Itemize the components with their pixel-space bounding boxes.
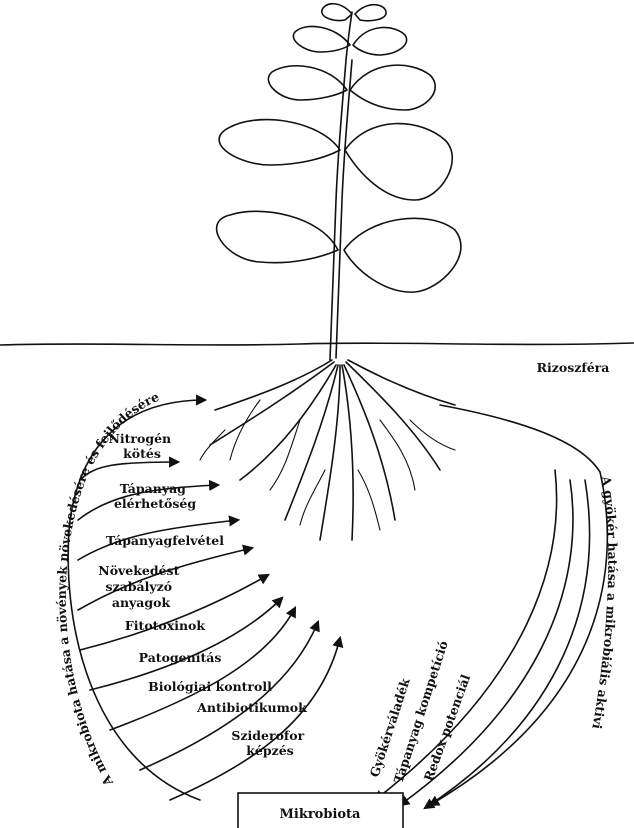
effect-label: kötés <box>123 446 161 461</box>
effect-label: Tápanyag <box>120 481 186 496</box>
microbe-effect-arrows <box>78 462 340 800</box>
effect-label: Patogenitás <box>139 650 222 665</box>
effect-label: Antibiotikumok <box>196 700 307 715</box>
ground-line <box>0 343 634 345</box>
svg-text:Nitrogén kötés: Nitrogén kötés <box>108 431 175 461</box>
effect-label: Fitotoxinok <box>125 618 205 633</box>
svg-text:Növekedést szabályzó: Növekedést szabályzó anyagok <box>98 563 183 610</box>
effect-label: Sziderofor <box>231 728 304 743</box>
effect-label: elérhetőség <box>114 496 196 511</box>
effect-label: Tápanyagfelvétel <box>106 533 224 548</box>
svg-text:Sziderofor képzés: Sziderofor képzés <box>231 728 308 758</box>
plant-shoot <box>217 4 461 360</box>
plant-roots <box>200 360 455 540</box>
effect-label: Biológiai kontroll <box>148 679 272 694</box>
rhizosphere-boundary <box>440 405 600 472</box>
effect-label: Növekedést <box>98 563 179 578</box>
effect-label: szabályzó <box>106 579 173 594</box>
svg-text:Tápanyag elérhetőség: Tápanyag elérhetőség <box>114 481 196 511</box>
effect-label: anyagok <box>112 595 171 610</box>
right-arc-label: A gyökér hatása a mikrobiális aktivitásr… <box>0 0 620 730</box>
rhizosphere-label: Rizoszféra <box>537 360 610 375</box>
effect-label: Nitrogén <box>108 431 171 446</box>
microbiota-label: Mikrobiota <box>280 807 362 822</box>
effect-label: képzés <box>246 743 293 758</box>
